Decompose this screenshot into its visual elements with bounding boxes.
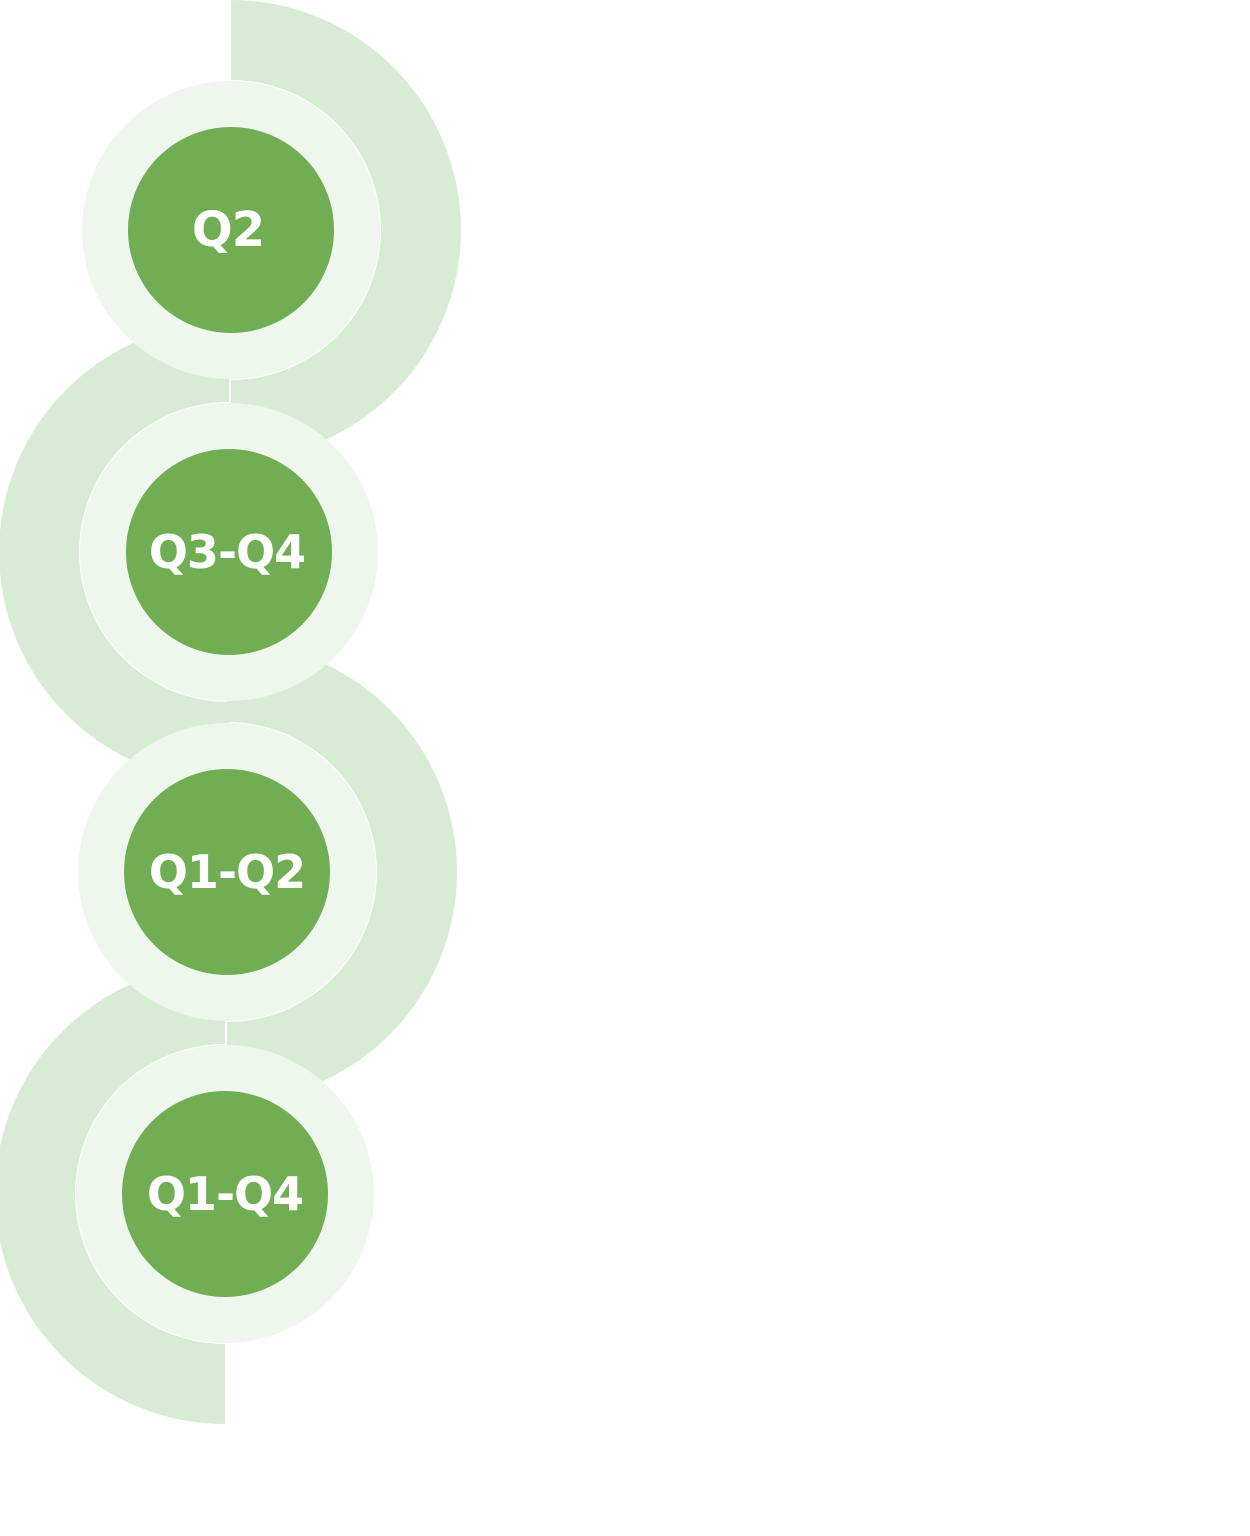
timeline-node-q1-q4: Q1-Q4 <box>122 1091 328 1297</box>
outer-arc-3 <box>227 642 457 1102</box>
outer-arc-4 <box>0 964 225 1424</box>
node-circle <box>124 769 330 975</box>
timeline-node-q2: Q2 <box>128 127 334 333</box>
node-circle <box>126 449 332 655</box>
node-circle <box>122 1091 328 1297</box>
node-label: Q1-Q2 <box>149 845 305 899</box>
outer-ring-layer <box>0 0 461 1424</box>
timeline-node-q3-q4: Q3-Q4 <box>126 449 332 655</box>
outer-arc-1 <box>231 0 461 460</box>
node-label: Q3-Q4 <box>149 525 305 579</box>
outer-arc-2 <box>0 322 229 782</box>
node-circle <box>128 127 334 333</box>
timeline-node-q1-q2: Q1-Q2 <box>124 769 330 975</box>
node-label: Q1-Q4 <box>147 1167 303 1221</box>
node-label: Q2 <box>192 202 264 258</box>
